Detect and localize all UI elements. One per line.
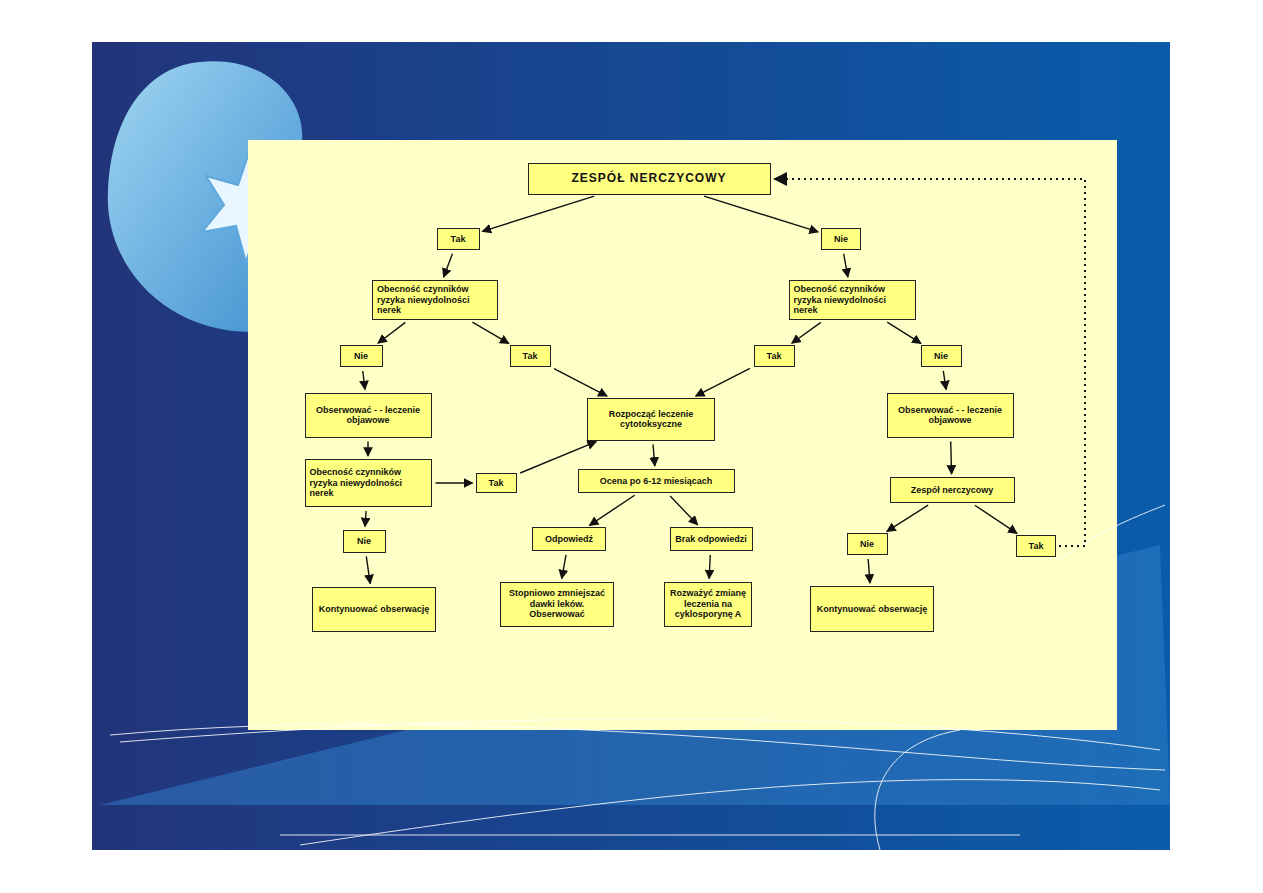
flow-box: Stopniowo zmniejszać dawki leków. Obserw…	[500, 582, 614, 627]
flow-box: Nie	[821, 228, 861, 250]
flow-arrow	[363, 371, 365, 390]
flow-arrow	[436, 482, 473, 483]
flow-arrow	[365, 511, 366, 527]
flow-arrow	[367, 442, 368, 457]
flow-arrow	[792, 322, 821, 343]
box-text: Tak	[481, 478, 512, 488]
flow-box: Tak	[754, 345, 795, 367]
flow-box: Odpowiedź	[532, 527, 606, 551]
flow-arrow	[950, 441, 952, 474]
box-text: Brak odpowiedzi	[675, 534, 748, 544]
box-text: Obserwować - - leczenie objawowe	[892, 405, 1009, 426]
box-text: Zespół nerczycowy	[895, 485, 1010, 495]
flow-box: Rozpocząć leczenie cytotoksyczne	[587, 398, 715, 441]
flow-box: Brak odpowiedzi	[670, 527, 753, 551]
box-text: Obecność czynników ryzyka niewydolności …	[377, 284, 493, 315]
flow-arrow	[887, 505, 928, 531]
flow-arrow	[653, 444, 655, 466]
flow-arrow	[975, 505, 1017, 533]
flow-arrow	[378, 322, 405, 343]
box-text: Obserwować - - leczenie objawowe	[310, 405, 427, 426]
flow-box: ZESPÓŁ NERCZYCOWY	[528, 163, 771, 195]
box-text: Nie	[926, 351, 957, 361]
flow-box: Kontynuować obserwację	[312, 587, 436, 632]
flow-arrow	[696, 368, 750, 396]
slide	[92, 42, 1170, 850]
box-text: Ocena po 6-12 miesiącach	[583, 476, 730, 486]
flow-arrow	[670, 496, 697, 525]
flow-box: Obserwować - - leczenie objawowe	[887, 393, 1014, 438]
flow-box: Obecność czynników ryzyka niewydolności …	[789, 280, 916, 320]
box-text: ZESPÓŁ NERCZYCOWY	[533, 172, 766, 186]
flow-box: Tak	[1016, 535, 1056, 557]
box-text: Stopniowo zmniejszać dawki leków. Obserw…	[505, 588, 609, 619]
flow-box: Tak	[437, 228, 480, 250]
flow-arrow	[472, 322, 508, 343]
box-text: Tak	[442, 234, 475, 244]
decorative-curves	[110, 505, 1165, 850]
box-text: Tak	[515, 351, 546, 361]
flow-arrow	[844, 254, 848, 277]
flow-box: Nie	[343, 530, 386, 553]
flow-box: Kontynuować obserwację	[810, 586, 934, 632]
flow-arrow	[943, 371, 946, 390]
box-text: Obecność czynników ryzyka niewydolności …	[310, 467, 427, 498]
flow-arrow	[775, 179, 1086, 546]
box-text: Nie	[826, 234, 856, 244]
box-text: Rozważyć zmianę leczenia na cyklosporynę…	[669, 588, 747, 619]
box-text: Nie	[852, 539, 883, 549]
flow-box: Nie	[340, 345, 383, 367]
flow-arrow	[482, 196, 594, 231]
flow-arrow	[887, 322, 921, 343]
flow-box: Ocena po 6-12 miesiącach	[578, 469, 735, 493]
flow-box: Zespół nerczycowy	[890, 477, 1015, 503]
diagram-panel	[248, 140, 1117, 730]
box-text: Tak	[1021, 541, 1051, 551]
flow-box: Obecność czynników ryzyka niewydolności …	[372, 280, 498, 320]
flow-arrow	[366, 556, 370, 583]
box-text: Obecność czynników ryzyka niewydolności …	[794, 284, 911, 315]
flow-arrow	[704, 196, 818, 232]
flow-box: Tak	[476, 473, 517, 493]
flow-box: Tak	[510, 345, 551, 367]
box-text: Odpowiedź	[537, 534, 601, 544]
flow-box: Nie	[921, 345, 962, 367]
flow-box: Rozważyć zmianę leczenia na cyklosporynę…	[664, 582, 752, 627]
flow-box: Nie	[847, 533, 888, 555]
flow-box: Obecność czynników ryzyka niewydolności …	[305, 459, 432, 507]
flow-arrow	[444, 254, 453, 277]
flow-arrow	[709, 555, 710, 579]
box-text: Kontynuować obserwację	[317, 604, 431, 614]
box-text: Nie	[345, 351, 378, 361]
box-text: Rozpocząć leczenie cytotoksyczne	[592, 409, 710, 430]
box-text: Tak	[759, 351, 790, 361]
flow-box: Obserwować - - leczenie objawowe	[305, 393, 432, 438]
flow-arrow	[554, 369, 607, 397]
box-text: Kontynuować obserwację	[815, 604, 929, 614]
box-text: Nie	[348, 536, 381, 546]
flow-arrow	[868, 559, 870, 583]
flow-arrow	[562, 555, 566, 579]
flow-arrow	[589, 495, 634, 525]
